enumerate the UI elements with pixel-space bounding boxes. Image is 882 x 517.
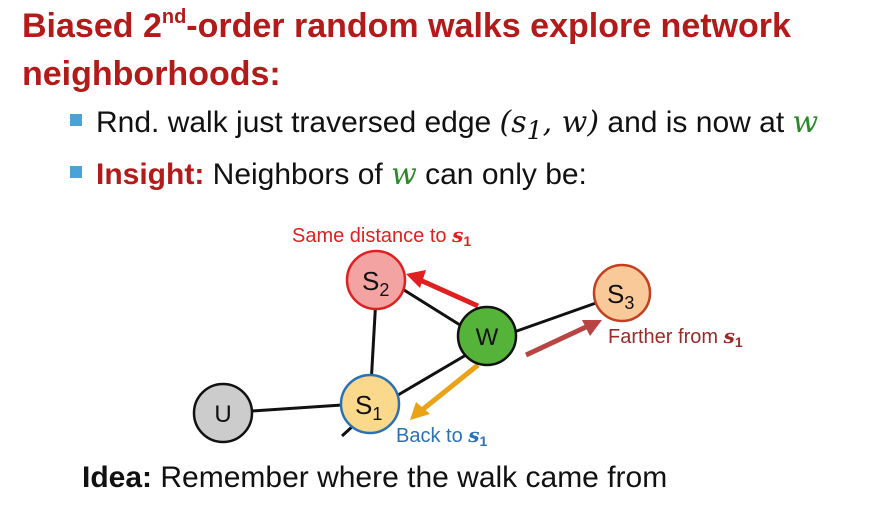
arrow-back-head [410,402,430,420]
edge-w-s3 [513,301,597,334]
node-s1-label: S [355,390,372,420]
node-w: W [456,305,518,367]
arrow-same-distance-head [406,270,426,288]
node-s2-sub: 2 [379,280,389,300]
title-part1: Biased 2 [22,7,162,45]
node-u: U [192,382,254,444]
bullet-1-math-s: s [511,105,527,140]
annotation-farther-text: Farther from [608,326,724,348]
annotation-same-math: s [451,223,463,247]
node-u-label: U [214,401,231,428]
svg-text:S2: S2 [362,266,389,300]
bullet-1-text-before: Rnd. walk just traversed edge [96,106,500,139]
annotation-farther-math: s [723,324,735,348]
arrow-back [420,363,480,412]
idea-line: Idea: Remember where the walk came from [82,458,667,498]
annotation-back-math: s [467,423,479,447]
bullet-1-math-w: w [792,105,819,140]
annotation-farther: Farther from s1 [608,324,743,350]
edge-s2-w [403,288,461,327]
arrow-same-distance [418,277,480,309]
slide-title: Biased 2nd-order random walks explore ne… [22,2,872,98]
node-s1-sub: 1 [372,404,382,424]
bullet-2: Insight: Neighbors of w can only be: [70,155,587,195]
bullet-2-text-after: can only be: [416,158,587,191]
svg-text:S3: S3 [607,279,634,313]
node-s2: S2 [345,249,407,311]
node-s3-sub: 3 [624,293,634,313]
annotation-back: Back to s1 [396,423,488,449]
annotation-back-sub: 1 [480,433,488,449]
node-w-label: W [476,324,499,351]
bullet-2-math-w: w [391,157,417,192]
annotation-farther-sub: 1 [735,334,743,350]
annotation-back-text: Back to [396,425,468,447]
bullet-1-math-rest: , w) [542,105,600,140]
annotation-same-sub: 1 [463,233,471,249]
bullet-1: Rnd. walk just traversed edge (s1, w) an… [70,103,818,151]
edge-w-s1 [397,353,467,397]
idea-text: Remember where the walk came from [152,461,668,494]
edge-u-s1 [251,403,343,413]
bullet-2-insight: Insight: [96,158,205,191]
bullet-1-text-mid: and is now at [599,106,793,139]
annotation-same-distance: Same distance to s1 [292,223,471,249]
bullet-1-math-sub: 1 [526,116,543,145]
title-part2: -order random walks explore network neig… [22,7,791,93]
node-s2-label: S [362,266,379,296]
svg-text:S1: S1 [355,390,382,424]
edge-s2-s1 [369,296,378,386]
bullet-1-math-open: ( [499,105,512,140]
bullet-square-icon [70,114,82,127]
idea-bold: Idea: [82,461,153,494]
node-s3-label: S [607,279,624,309]
annotation-same-text: Same distance to [292,225,452,247]
bullet-square-icon [70,166,82,179]
node-s3: S3 [592,263,652,323]
arrow-farther-head [582,320,602,336]
title-sup: nd [161,5,187,28]
bullet-2-text-before: Neighbors of [204,158,392,191]
arrow-farther [524,324,588,358]
node-s1: S1 [339,373,401,435]
